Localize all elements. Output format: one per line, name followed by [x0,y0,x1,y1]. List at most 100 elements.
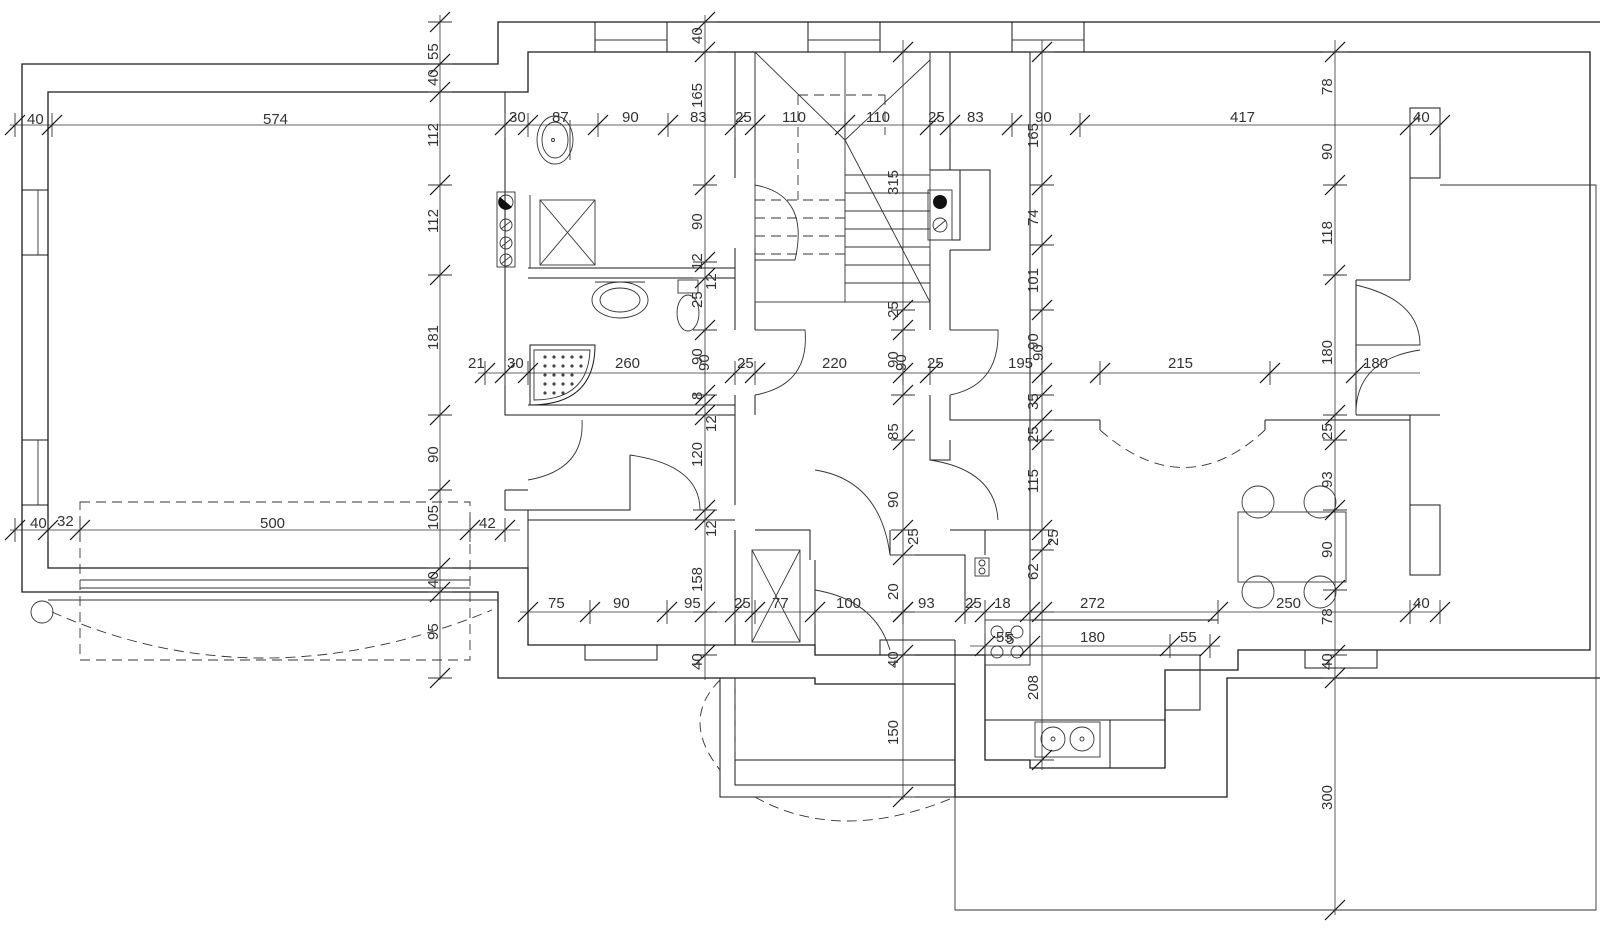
dim-right-1: 90 [1319,143,1336,160]
dim-top-12: 417 [1230,109,1255,126]
ventilation-shafts [751,549,990,643]
dimension-lines [10,15,1440,915]
dim-terrace-2: 500 [260,515,285,532]
dim-col2-1: 25 [885,301,902,318]
dim-top-11: 90 [1035,109,1052,126]
dim-col3-9: 208 [1025,675,1042,700]
dim-col1-9: 120 [689,442,706,467]
dim-bottom-7: 25 [965,595,982,612]
dim-mid-3: 90 [696,354,713,371]
dim-bottom-4: 77 [772,595,789,612]
dim-top-2: 30 [509,109,526,126]
dim-col2-7: 40 [885,651,902,668]
dim-col1-3: 12 [689,253,706,270]
dim-col3-7: 25 [1045,529,1062,546]
dim-bottom-0: 75 [548,595,565,612]
dim-mid-1: 30 [507,355,524,372]
dim-mid-11: 180 [1363,355,1388,372]
dim-terrace-0: 40 [30,515,47,532]
dim-right-9: 300 [1319,785,1336,810]
dim-left-2: 112 [425,123,442,147]
dim-col2-8: 150 [885,720,902,745]
dim-right-6: 90 [1319,541,1336,558]
dimension-ticks [4,11,1451,921]
dim-top-0: 40 [27,111,44,128]
dim-left-5: 90 [425,446,442,463]
dim-col1-11: 158 [689,567,706,592]
dim-col2-2: 90 [885,351,902,368]
washbasin-icon [536,115,574,165]
dim-bottom-3: 25 [734,595,751,612]
dim-mid-2: 260 [615,355,640,372]
dim-right-3: 180 [1319,340,1336,365]
dim-col1-5: 12 [703,273,720,290]
dim-col1-6: 90 [689,348,706,365]
dim-col3-8: 62 [1025,563,1042,580]
dim-bottom-6: 93 [918,595,935,612]
shower-cabin [529,195,596,268]
dim-right-7: 78 [1319,608,1336,625]
dim-right-0: 78 [1319,78,1336,95]
walls [21,21,1600,798]
dim-right-4: 25 [1319,423,1336,440]
terrace [30,184,1597,911]
dim-col2-3: 85 [885,423,902,440]
dim-kitchen-1: 180 [1080,629,1105,646]
dim-terrace-1: 32 [57,513,74,530]
dim-bottom-5: 100 [836,595,861,612]
dim-left-4: 181 [425,325,442,350]
dim-col3-3: 90 [1025,333,1042,350]
dim-bottom-10: 250 [1276,595,1301,612]
doors [527,184,1421,651]
dim-col1-10: 12 [703,520,720,537]
dim-top-3: 87 [552,109,569,126]
dim-col1-2: 90 [689,213,706,230]
dim-col1-1: 165 [689,83,706,108]
shower-tray-icon [529,344,596,406]
dim-mid-8: 195 [1008,355,1033,372]
dim-top-7: 110 [782,109,806,126]
sink-icon [1034,721,1101,758]
dim-col1-4: 25 [689,291,706,308]
dim-col2-0: 315 [885,170,902,195]
dim-col1-0: 40 [689,27,706,44]
dining-table-icon [1237,485,1347,609]
dim-left-8: 95 [425,623,442,640]
dim-col2-4: 90 [885,491,902,508]
dim-right-8: 40 [1319,653,1336,670]
dim-col1-8: 12 [703,415,720,432]
dimension-labels: 40 574 30 87 90 83 25 110 110 25 83 90 4… [27,27,1430,810]
dim-kitchen-2: 55 [1180,629,1197,646]
dim-top-9: 25 [928,109,945,126]
interior-walls [504,52,1410,798]
dim-col1-7: 8 [689,392,706,400]
dim-col3-2: 101 [1025,268,1042,293]
washbasin-icon [591,281,649,319]
dim-col3-1: 74 [1025,209,1042,226]
dim-col3-6: 115 [1025,469,1042,493]
dim-mid-5: 220 [822,355,847,372]
dim-right-5: 93 [1319,471,1336,488]
dim-mid-4: 25 [737,355,754,372]
dim-col3-4: 25 [1025,426,1042,443]
dim-terrace-3: 42 [479,515,496,532]
dim-col3-0: 165 [1025,123,1042,148]
dim-col2-6: 20 [885,583,902,600]
dim-col2-5: 25 [905,528,922,545]
dim-bottom-11: 40 [1413,595,1430,612]
dim-col1-12: 40 [689,653,706,670]
dim-mid-10: 215 [1168,355,1193,372]
dim-right-2: 118 [1319,221,1336,245]
dim-top-1: 574 [263,111,288,128]
dim-left-3: 112 [425,209,442,233]
dim-bottom-8: 18 [994,595,1011,612]
dim-left-7: 40 [425,571,442,588]
dim-left-0: 55 [425,43,442,60]
staircase [754,51,931,303]
dim-bottom-1: 90 [613,595,630,612]
toilet-icon [676,279,700,332]
dim-top-4: 90 [622,109,639,126]
dim-kitchen-0: 55 [996,629,1013,646]
dim-bottom-2: 95 [684,595,701,612]
dim-misc-0: 5 [1006,631,1014,648]
